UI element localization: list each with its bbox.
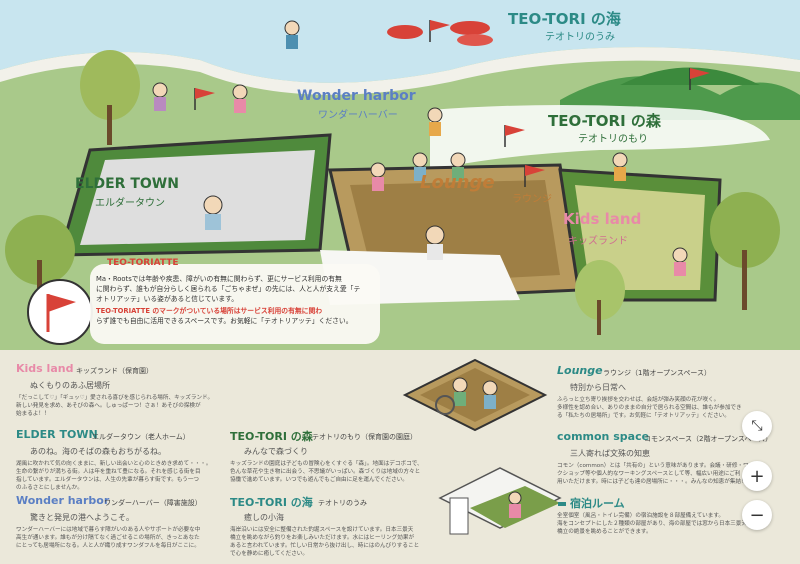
lounge-subtitle: 特別から日常へ	[570, 383, 626, 392]
forest-tag: テオトリのもり（保育園の園庭）	[312, 433, 417, 441]
zoom-in-button[interactable]: +	[742, 461, 772, 491]
kids-land-sublabel: キッズランド	[568, 236, 628, 247]
stay-room-title: 宿泊ルーム	[570, 497, 625, 510]
kids-land-title: Kids land	[16, 362, 74, 375]
common-space-subtitle: 三人寄れば文殊の知恵	[570, 449, 650, 458]
wonder-harbor-tag: ワンダーハーバー（障害施設）	[104, 499, 202, 507]
fullscreen-button[interactable]: ⤡	[742, 411, 772, 441]
info-panel: Kids land キッズランド（保育園） ぬくもりのあふ居場所 「だっこして♡…	[0, 350, 800, 564]
sea-sublabel: テオトリのうみ	[545, 32, 615, 43]
zoom-out-icon: −	[749, 504, 765, 526]
lounge-label: Lounge	[420, 172, 495, 193]
zoom-out-button[interactable]: −	[742, 500, 772, 530]
common-space-title: common space	[557, 430, 650, 443]
lounge-illustration	[402, 358, 548, 432]
wonder-harbor-title: Wonder harbor	[16, 494, 110, 507]
elder-town-subtitle: あのね。海のそばの森もおちがるね。	[30, 447, 166, 456]
road-forest	[430, 105, 770, 170]
kids-land-label: Kids land	[563, 210, 642, 228]
forest-title: TEO-TORI の森	[230, 430, 313, 443]
common-space-tag: コモンスペース（2階オープンスペース）	[644, 435, 773, 443]
sea-area	[0, 0, 800, 83]
elder-town-tag: エルダータウン（老人ホーム）	[92, 433, 190, 441]
forest-label: TEO-TORI の森	[548, 112, 661, 130]
sea-title: TEO-TORI の海	[230, 496, 313, 509]
wonder-harbor-subtitle: 驚きと発見の港へようこそ。	[30, 513, 134, 522]
teotoriatte-line-1: Ma・Rootsでは年齢や疾患、障がいの有無に関わらず、更にサービス利用の有無	[96, 275, 342, 283]
sea-subtitle: 癒しの小海	[244, 513, 284, 522]
teotoriatte-panel	[90, 264, 380, 344]
lounge-tag: ラウンジ（1階オープンスペース）	[603, 369, 712, 377]
lounge-title: Lounge	[557, 364, 603, 377]
lounge-sublabel: ラウンジ	[512, 194, 552, 205]
sea-body: 海岸沿いには安全に整備された釣堀スペースを設けています。日本三景天橋立を眺めなが…	[230, 527, 420, 557]
wheelchair-icon	[435, 395, 455, 415]
teotoriatte-flag-icon	[27, 279, 93, 345]
boat-icons	[387, 21, 493, 46]
kids-land-body: 「だっこして♡」「ギュッ♡」愛される喜びを感じられる場所、キッズランド。新しい発…	[16, 395, 214, 417]
elder-town-label: ELDER TOWN	[75, 176, 179, 192]
bed-icon	[558, 502, 566, 506]
teotoriatte-bubble: TEO-TORIATTE Ma・Rootsでは年齢や疾患、障がいの有無に関わらず…	[22, 258, 387, 347]
map-illustration	[0, 0, 800, 335]
shore-line	[0, 47, 800, 95]
stay-room-body: 全室個室（風呂・トイレ完備）の宿泊施設を８部屋備えています。海をコンセプトにした…	[557, 513, 747, 535]
people-icons	[152, 20, 688, 276]
elder-town-floor	[80, 150, 315, 245]
elder-town-title: ELDER TOWN	[16, 428, 98, 441]
flag-icons	[194, 20, 710, 187]
wonder-harbor-label: Wonder harbor	[297, 88, 416, 104]
elder-town-body: 湖風に吹かれて気の向くままに、新しい出会いと心のときめき求めて・・・。生命の繋が…	[16, 461, 212, 491]
sea-tag: テオトリのうみ	[318, 499, 367, 507]
forest-sublabel: テオトリのもり	[578, 134, 648, 145]
teotoriatte-line-5: らず誰でも自由に活用できるスペースです。お気軽に「テオトリアッテ」ください。	[96, 317, 353, 325]
teotoriatte-line-4: TEO-TORIATTE のマークがついている場所はサービス利用の有無に関わ	[96, 307, 323, 315]
site-map[interactable]: TEO-TORI の海 テオトリのうみ Wonder harbor ワンダーハー…	[0, 0, 800, 350]
lounge-body: ふらっと立ち寄り挨拶を交わせば、会話が弾み笑顔の花が咲く。多様性を認め合い、あり…	[557, 397, 742, 419]
kids-land-tag: キッズランド（保育園）	[76, 367, 153, 375]
elder-town-sublabel: エルダータウン	[95, 198, 165, 209]
teotoriatte-line-2: に関わらず、誰もが自分らしく居られる「ごちゃまぜ」の先には、人と人が支え愛「テ	[96, 285, 361, 293]
kids-land-subtitle: ぬくもりのあふ居場所	[30, 381, 110, 390]
forest-body: キッズランドの園庭は子どもの冒険心をくすぐる「森」。地面はデコボコで、色んな草花…	[230, 461, 423, 483]
sea-label: TEO-TORI の海	[508, 10, 621, 28]
tree-icons	[5, 50, 780, 335]
common-space-body: コモン（common）とは「共有の」という意味があります。会議・研修・ワークショ…	[557, 463, 755, 485]
zoom-in-icon: +	[749, 465, 765, 487]
wonder-harbor-body: ワンダーハーバーには地域で暮らす障がいのある人やサポートが必要な中高生が通います…	[16, 527, 201, 549]
forest-subtitle: みんなで森づくり	[244, 447, 308, 456]
stay-room-illustration	[438, 467, 562, 535]
wonder-harbor-sublabel: ワンダーハーバー	[318, 110, 398, 121]
fullscreen-icon: ⤡	[751, 418, 763, 434]
teotoriatte-line-3: オトリアッテ」いる姿があると信じています。	[96, 295, 239, 303]
teotoriatte-badge: TEO-TORIATTE	[107, 258, 179, 268]
